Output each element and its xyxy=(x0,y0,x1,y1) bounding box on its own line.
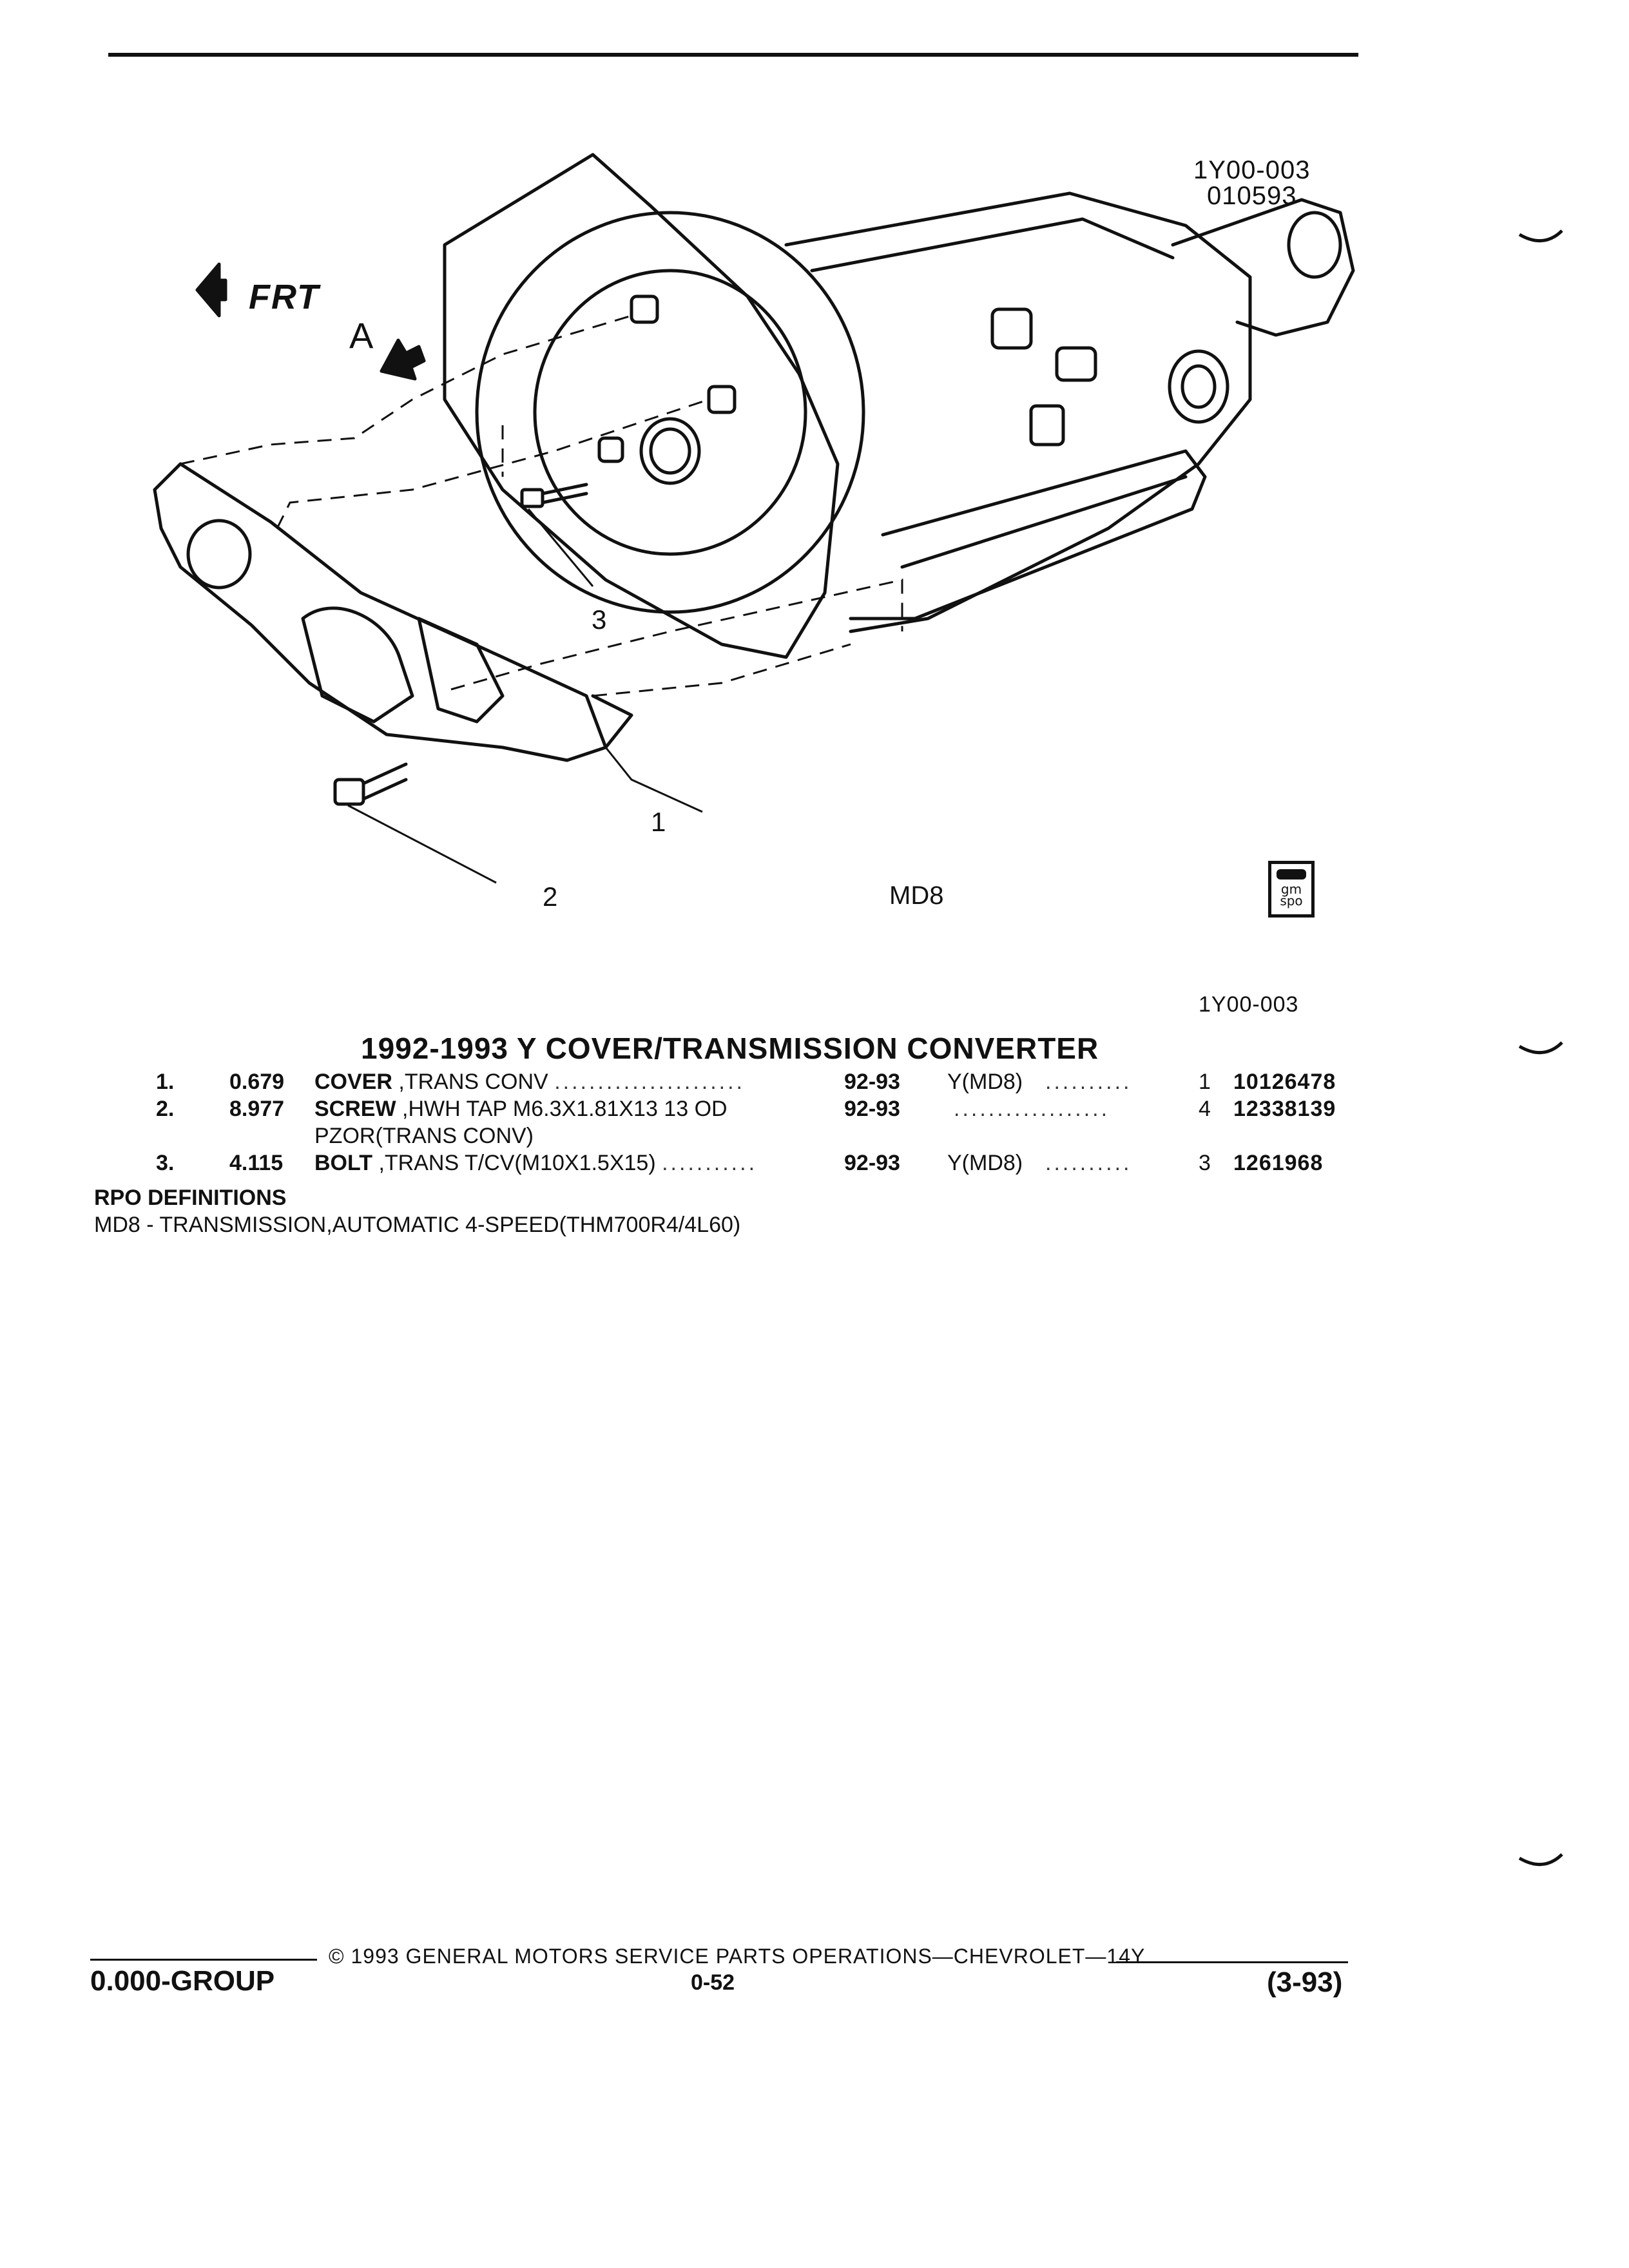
part-weight: 0.679 xyxy=(229,1070,285,1094)
part-description: COVER ,TRANS CONV ...................... xyxy=(314,1070,745,1095)
part-number: 10126478 xyxy=(1233,1070,1336,1094)
leader-dots: .................. xyxy=(954,1097,1110,1121)
bell-housing xyxy=(443,153,840,659)
footer-copyright: © 1993 GENERAL MOTORS SERVICE PARTS OPER… xyxy=(329,1945,1146,1968)
part-rpo: Y(MD8) xyxy=(947,1070,1023,1094)
rpo-definition: MD8 - TRANSMISSION,AUTOMATIC 4-SPEED(THM… xyxy=(94,1213,741,1237)
binding-mark xyxy=(1518,229,1563,243)
leader-dots: ...................... xyxy=(554,1070,746,1094)
binding-mark xyxy=(1518,1041,1563,1055)
page-number: 0-52 xyxy=(691,1970,735,1995)
part-detail: ,HWH TAP M6.3X1.81X13 13 OD xyxy=(402,1097,728,1121)
converter-plate xyxy=(475,211,865,614)
gm-spo-badge: gm spo xyxy=(1268,861,1315,918)
part-number: 1261968 xyxy=(1233,1151,1324,1175)
callout-1: 1 xyxy=(651,807,666,837)
part-years: 92-93 xyxy=(844,1097,900,1121)
leader-dots: .......... xyxy=(1045,1151,1132,1175)
section-title: 1992-1993 Y COVER/TRANSMISSION CONVERTER xyxy=(361,1032,1099,1065)
part-name: COVER xyxy=(314,1070,392,1094)
view-a-label: A xyxy=(349,315,374,356)
oil-pan xyxy=(849,449,1207,620)
part-name: BOLT xyxy=(314,1151,373,1175)
part-name: SCREW xyxy=(314,1097,396,1121)
footer-rule xyxy=(90,1959,317,1961)
leader-dots: ........... xyxy=(662,1151,758,1175)
footer-date: (3-93) xyxy=(1267,1966,1343,1998)
part-detail: ,TRANS T/CV(M10X1.5X15) xyxy=(378,1151,656,1175)
transmission-exploded-diagram xyxy=(153,153,1355,884)
part-index: 3. xyxy=(156,1151,175,1175)
figure-id: 1Y00-003 010593 xyxy=(1193,157,1310,209)
option-label: MD8 xyxy=(889,881,944,910)
part-number: 12338139 xyxy=(1233,1097,1336,1121)
binding-mark xyxy=(1518,1853,1563,1867)
leader-dots: .......... xyxy=(1045,1070,1132,1094)
figure-id-line1: 1Y00-003 xyxy=(1193,156,1311,184)
top-rule xyxy=(108,53,1358,57)
callout-2: 2 xyxy=(543,881,558,912)
converter-hub xyxy=(639,417,701,485)
rpo-definitions-heading: RPO DEFINITIONS xyxy=(94,1186,287,1210)
badge-text-gm: gm xyxy=(1280,881,1302,897)
front-label: FRT xyxy=(249,278,320,316)
figure-id-line2: 010593 xyxy=(1207,182,1297,210)
part-weight: 8.977 xyxy=(229,1097,285,1121)
converter-cover xyxy=(153,462,608,762)
part-qty: 3 xyxy=(1199,1151,1211,1175)
part-years: 92-93 xyxy=(844,1151,900,1175)
part-rpo: Y(MD8) xyxy=(947,1151,1023,1175)
tailshaft xyxy=(1171,198,1355,337)
part-detail-line2: PZOR(TRANS CONV) xyxy=(314,1124,534,1148)
screw-2 xyxy=(333,778,365,806)
front-arrow-shape xyxy=(195,262,227,318)
callout-3: 3 xyxy=(592,604,607,635)
part-qty: 1 xyxy=(1199,1070,1211,1094)
footer-rule xyxy=(1116,1961,1348,1963)
part-index: 1. xyxy=(156,1070,175,1094)
part-years: 92-93 xyxy=(844,1070,900,1094)
part-weight: 4.115 xyxy=(229,1151,284,1175)
part-description: BOLT ,TRANS T/CV(M10X1.5X15) ........... xyxy=(314,1151,757,1176)
footer-group: 0.000-GROUP xyxy=(90,1965,275,1997)
part-detail: ,TRANS CONV xyxy=(398,1070,548,1094)
part-description: SCREW ,HWH TAP M6.3X1.81X13 13 OD xyxy=(314,1097,728,1122)
view-a-arrow-shape xyxy=(380,338,426,381)
part-index: 2. xyxy=(156,1097,175,1121)
part-qty: 4 xyxy=(1199,1097,1211,1121)
reference-id: 1Y00-003 xyxy=(1199,992,1299,1017)
bolt-3 xyxy=(520,488,545,508)
badge-text-spo: spo xyxy=(1280,893,1303,908)
